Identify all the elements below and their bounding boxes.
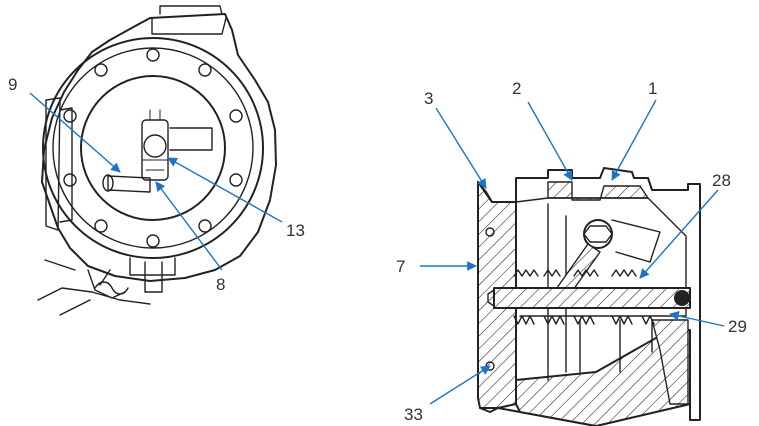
callout-29: 29 [728,317,747,336]
section-right-seat [651,319,689,405]
front-hub [141,119,169,181]
front-bore [80,75,226,221]
callout-7: 7 [396,257,405,276]
front-housing-outline [41,13,277,282]
section-arm-guide [611,219,661,263]
leader-29 [669,311,725,327]
callout-2: 2 [512,79,521,98]
callout-13: 13 [286,221,305,240]
front-hub-boss [143,134,167,158]
leader-13 [167,157,283,223]
callout-9: 9 [8,75,17,94]
leader-28 [639,189,719,279]
section-spring-upper [513,269,637,277]
leader-9 [29,92,121,173]
leader-1 [611,99,657,181]
section-chamber [515,197,687,317]
callout-1: 1 [648,79,657,98]
front-bottom-fittings [87,257,176,299]
section-shaft-end [674,290,690,306]
section-spring-lower [513,315,655,325]
section-view [477,167,701,426]
front-chain [37,259,151,316]
front-bolt-holes [63,48,243,248]
front-hub-detail [141,109,169,171]
leader-3 [435,107,487,189]
front-lever-pin [107,175,151,193]
front-flange-outer [42,37,264,259]
front-view [37,5,277,316]
section-shaft [493,287,691,309]
front-flange-inner [52,47,254,249]
front-top-block [151,5,227,35]
callout-28: 28 [712,171,731,190]
callout-3: 3 [424,89,433,108]
leader-2 [527,101,573,181]
callout-8: 8 [216,275,225,294]
front-disc-arm [169,127,213,151]
callout-labels: 9 13 8 3 2 1 28 7 29 33 [8,75,747,424]
leader-33 [429,365,491,405]
leader-lines [29,92,725,405]
callout-33: 33 [404,405,423,424]
leader-8 [155,181,223,271]
